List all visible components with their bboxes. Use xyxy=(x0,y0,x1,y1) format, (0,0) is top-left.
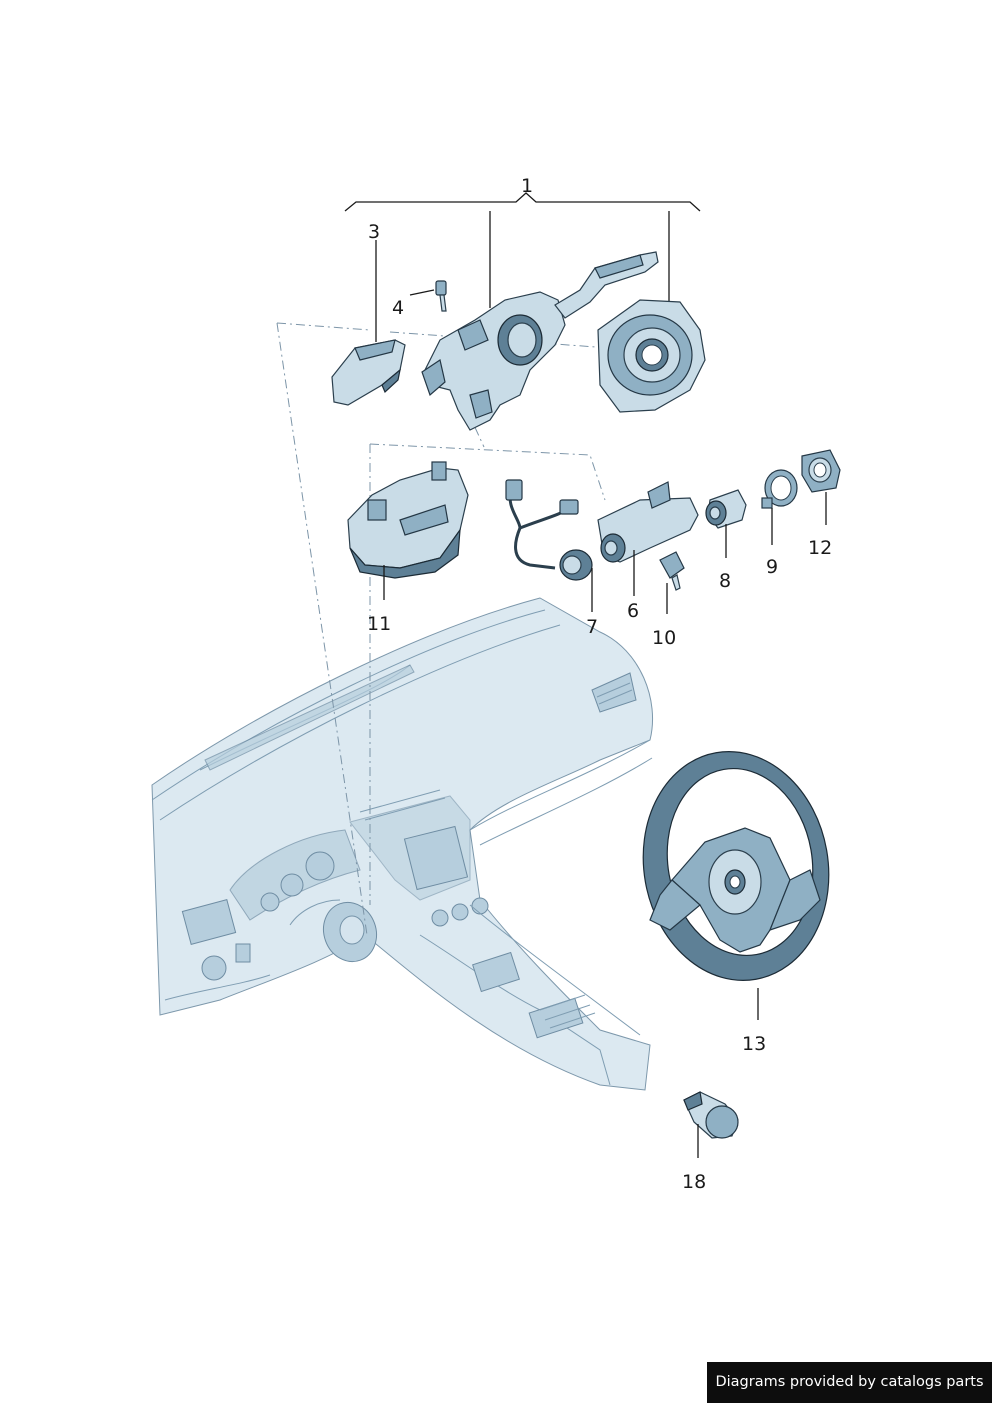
callout-11: 11 xyxy=(367,613,391,635)
part-10-connector[interactable] xyxy=(659,551,685,614)
dashboard-illustration xyxy=(151,597,654,1091)
callout-9: 9 xyxy=(766,556,778,578)
part-12-trim-ring[interactable] xyxy=(801,449,841,525)
part-7-transponder-harness[interactable] xyxy=(505,479,593,612)
part-4-screw[interactable] xyxy=(409,280,447,312)
callout-6: 6 xyxy=(627,600,639,622)
part-8-lock-cylinder[interactable] xyxy=(705,489,747,558)
diagram-credit-footer: Diagrams provided by catalogs parts xyxy=(707,1362,992,1403)
callout-12: 12 xyxy=(808,537,832,559)
callout-labels: 1 3 4 6 7 8 9 10 11 12 13 18 xyxy=(367,175,832,1193)
part-18-bulb[interactable] xyxy=(683,1091,739,1158)
part-11-airbag-module[interactable] xyxy=(347,461,469,600)
callout-10: 10 xyxy=(652,627,676,649)
part-13-steering-wheel[interactable] xyxy=(625,737,846,1020)
callout-1: 1 xyxy=(521,175,533,197)
callout-18: 18 xyxy=(682,1171,706,1193)
callout-8: 8 xyxy=(719,570,731,592)
part-3-switch-bracket[interactable] xyxy=(331,240,406,406)
part-1-bracket xyxy=(344,192,701,308)
part-6-ignition-lock-housing[interactable] xyxy=(597,481,699,596)
callout-7: 7 xyxy=(586,616,598,638)
callout-4: 4 xyxy=(392,297,404,319)
callout-3: 3 xyxy=(368,221,380,243)
part-1-clock-spring[interactable] xyxy=(597,299,706,413)
callout-13: 13 xyxy=(742,1033,766,1055)
part-9-lock-ring[interactable] xyxy=(761,469,798,545)
part-1-column-switch[interactable] xyxy=(421,251,659,431)
